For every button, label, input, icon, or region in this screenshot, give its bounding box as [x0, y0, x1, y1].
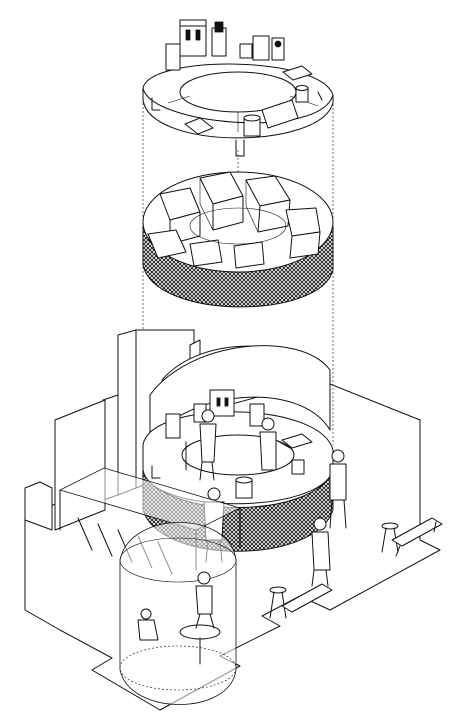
glass-cylinder-booth [119, 522, 237, 705]
front-espresso-icon [243, 114, 261, 137]
stool [269, 586, 287, 619]
cabinet-box [189, 239, 223, 267]
sink-right-icon [282, 65, 313, 81]
bench [391, 517, 443, 557]
layer-cabinet-ring [142, 171, 334, 308]
espresso-machine-icon [165, 19, 207, 71]
right-pitcher-icon [295, 85, 309, 103]
cabinet-box [245, 175, 291, 233]
cabinet-box [285, 207, 321, 259]
customer-figure [329, 449, 347, 529]
storage-unit [24, 481, 53, 531]
sink-front-icon [184, 117, 214, 135]
layer-assembled-kiosk [24, 329, 443, 711]
layer-counter-top [142, 19, 334, 157]
customer-figure [311, 517, 331, 587]
brewer-icon [271, 37, 285, 61]
cabinet-box [147, 229, 187, 259]
customer-figure [195, 571, 215, 629]
seated-customer-figure [137, 608, 159, 641]
cabinet-box [199, 171, 244, 231]
grinder-icon [211, 21, 227, 57]
barista-figure [199, 409, 217, 481]
cabinet-box [233, 241, 265, 269]
cabinet-icon [239, 35, 270, 61]
barista-figure [259, 417, 291, 471]
bench [281, 583, 333, 613]
